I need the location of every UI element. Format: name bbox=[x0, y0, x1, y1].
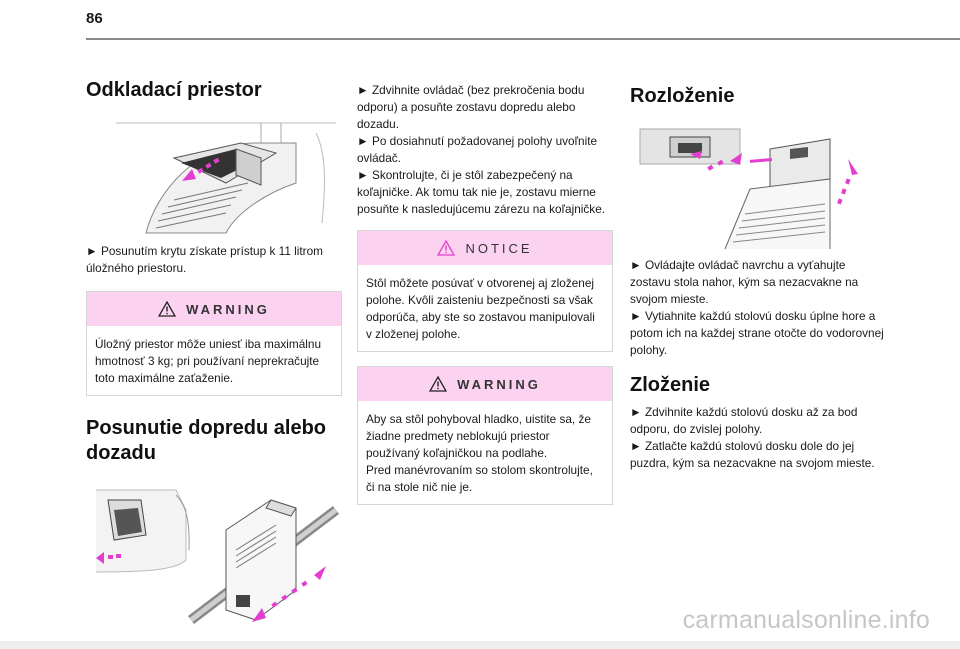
storage-illustration bbox=[86, 113, 342, 235]
table-unfold-drawing bbox=[639, 128, 858, 250]
table-rail-drawing bbox=[95, 489, 340, 624]
move-notice-box: NOTICE Stôl môžete posúvať v otvorenej a… bbox=[357, 230, 613, 352]
storage-text: ► Posunutím krytu získate prístup k 11 l… bbox=[86, 244, 323, 275]
warning-label: WARNING bbox=[457, 376, 541, 392]
warning-icon bbox=[158, 301, 177, 317]
warning-icon bbox=[429, 376, 448, 392]
move-warning-text: Aby sa stôl pohyboval hladko, uistite sa… bbox=[366, 412, 593, 494]
move-heading: Posunutie dopredu alebo dozadu bbox=[86, 416, 342, 466]
storage-warning-box: WARNING Úložný priestor môže uniesť iba … bbox=[86, 291, 342, 396]
move-title-line1: Posunutie dopredu alebo bbox=[86, 417, 327, 439]
fold-title: Zloženie bbox=[630, 374, 711, 396]
footer-band bbox=[0, 641, 960, 649]
warning-label: WARNING bbox=[186, 301, 270, 317]
header-rule bbox=[86, 38, 960, 40]
unfold-title: Rozloženie bbox=[630, 85, 735, 107]
warning-header-2: WARNING bbox=[358, 367, 612, 401]
move-title-line2: dozadu bbox=[86, 442, 156, 464]
column-left: Odkladací priestor ► Posunutím krytu zís… bbox=[86, 78, 342, 630]
move-step-3: ► Skontrolujte, či je stôl zabezpečený n… bbox=[357, 168, 606, 216]
fold-text: ► Zdvihnite každú stolovú dosku až za bo… bbox=[630, 405, 875, 470]
storage-warning-text: Úložný priestor môže uniesť iba maximáln… bbox=[95, 337, 322, 385]
column-right: Rozloženie ► Ovládajte ovládač navrc bbox=[630, 78, 886, 472]
column-middle: ► Zdvihnite ovládač (bez prekročenia bod… bbox=[357, 82, 613, 505]
move-warning-box: WARNING Aby sa stôl pohyboval hladko, ui… bbox=[357, 366, 613, 505]
move-step-2: ► Po dosiahnutí požadovanej polohy uvoľn… bbox=[357, 134, 598, 165]
page-number: 86 bbox=[86, 10, 103, 27]
notice-icon bbox=[437, 240, 456, 256]
notice-label: NOTICE bbox=[465, 240, 533, 256]
storage-compartment-drawing bbox=[116, 122, 336, 234]
unfold-text: ► Ovládajte ovládač navrchu a vyťahujte … bbox=[630, 258, 884, 357]
move-illustration bbox=[86, 480, 342, 630]
watermark: carmanualsonline.info bbox=[682, 606, 930, 634]
move-step-1: ► Zdvihnite ovládač (bez prekročenia bod… bbox=[357, 83, 585, 131]
notice-header: NOTICE bbox=[358, 231, 612, 265]
warning-header: WARNING bbox=[87, 292, 341, 326]
storage-title: Odkladací priestor bbox=[86, 79, 262, 101]
unfold-illustration bbox=[630, 119, 886, 251]
move-notice-text: Stôl môžete posúvať v otvorenej aj zlože… bbox=[366, 276, 595, 341]
